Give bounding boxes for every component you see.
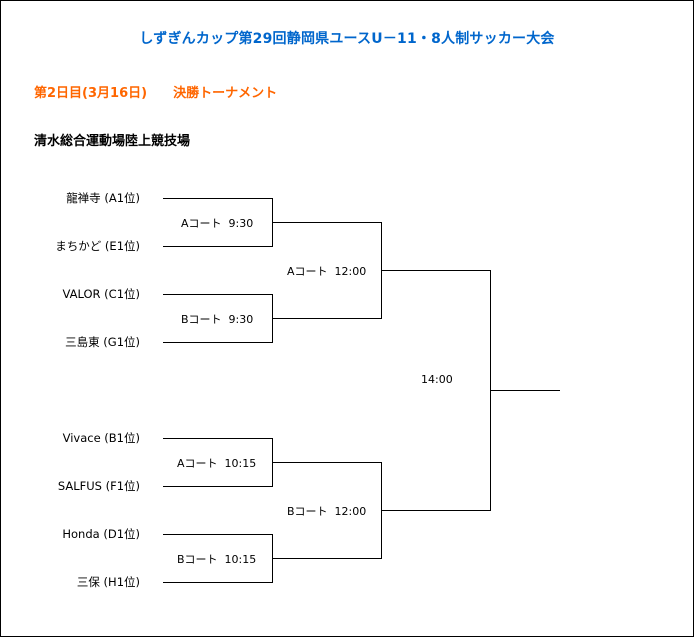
match-r1-3: Aコート 10:15 [177, 457, 257, 470]
match-r1-1: Aコート 9:30 [181, 217, 254, 230]
team-8: 三保 (H1位) [76, 575, 140, 589]
team-7: Honda (D1位) [62, 527, 140, 541]
match-sf-2: Bコート 12:00 [287, 505, 367, 518]
venue-name: 清水総合運動場陸上競技場 [34, 134, 191, 149]
team-1: 龍禅寺 (A1位) [66, 191, 140, 205]
team-6: SALFUS (F1位) [57, 479, 140, 493]
team-4: 三島東 (G1位) [65, 335, 140, 349]
team-5: Vivace (B1位) [62, 431, 140, 445]
bracket-final [381, 270, 491, 511]
match-sf-1: Aコート 12:00 [287, 265, 367, 278]
tournament-title: しずぎんカップ第29回静岡県ユースU－11・8人制サッカー大会 [139, 31, 555, 47]
match-r1-2: Bコート 9:30 [181, 313, 254, 326]
match-final: 14:00 [421, 373, 453, 386]
day-subtitle: 第2日目(3月16日) 決勝トーナメント [34, 86, 278, 101]
team-3: VALOR (C1位) [62, 287, 140, 301]
match-r1-4: Bコート 10:15 [177, 553, 257, 566]
team-2: まちかど (E1位) [55, 239, 140, 253]
